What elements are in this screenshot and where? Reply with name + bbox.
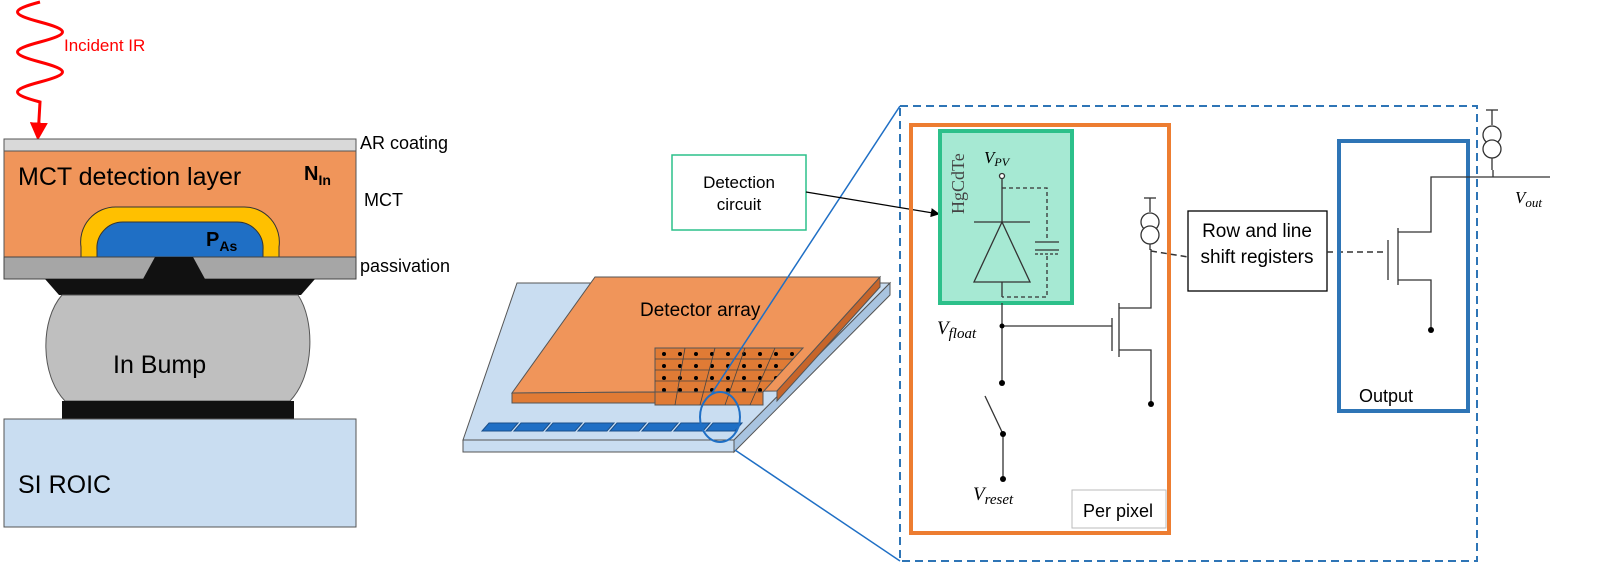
vpv-label: VPV bbox=[984, 148, 1011, 169]
readout-pads bbox=[480, 422, 744, 432]
detection-circuit-arrow bbox=[805, 191, 940, 218]
detection-circuit-box bbox=[671, 154, 807, 231]
p-as-label: PAs bbox=[206, 229, 237, 254]
vreset-label: Vreset bbox=[973, 484, 1014, 508]
hgcdte-box bbox=[938, 129, 1074, 305]
detector-array-3d: Detector array Detection circuit bbox=[462, 105, 940, 562]
bump-bottom-pad bbox=[62, 401, 294, 419]
si-roic-block bbox=[3, 418, 357, 528]
shift-register-label-2: shift registers bbox=[1201, 247, 1314, 268]
shift-register-label-1: Row and line bbox=[1202, 221, 1312, 242]
output-transistor bbox=[1387, 170, 1550, 328]
passivation-contact bbox=[143, 257, 205, 279]
p-region bbox=[96, 221, 264, 258]
vfloat-label: Vfloat bbox=[937, 318, 977, 342]
ar-coating-label: AR coating bbox=[360, 133, 448, 153]
reset-top-dot bbox=[999, 380, 1005, 386]
per-pixel-frame bbox=[909, 123, 1171, 535]
passivation-label: passivation bbox=[360, 256, 450, 276]
incident-ir-label: Incident IR bbox=[64, 36, 145, 55]
pixel-grid-front bbox=[654, 391, 764, 406]
readout-circuit: HgCdTe VPV bbox=[899, 105, 1550, 562]
bump-top-pad bbox=[45, 279, 315, 295]
output-label: Output bbox=[1359, 386, 1413, 406]
detector-array-label: Detector array bbox=[640, 300, 761, 321]
pixel-grid-lines bbox=[655, 347, 793, 406]
in-bump bbox=[45, 294, 311, 402]
zoom-ellipse bbox=[699, 391, 741, 443]
detection-circuit-label-2: circuit bbox=[717, 195, 762, 214]
pixel-current-source-icon bbox=[1140, 197, 1160, 250]
shift-register-box bbox=[1187, 210, 1328, 292]
per-pixel-label-box bbox=[1071, 489, 1167, 529]
pixel-to-register-dash bbox=[1150, 250, 1189, 258]
substrate-front bbox=[462, 439, 735, 453]
output-current-source-icon bbox=[1482, 109, 1502, 170]
zoom-line-top bbox=[711, 105, 901, 394]
reset-bottom-dot bbox=[1000, 431, 1006, 437]
zoom-line-bottom bbox=[734, 449, 901, 562]
detection-circuit-label-1: Detection bbox=[703, 173, 775, 192]
output-drain-dot bbox=[1428, 327, 1434, 333]
substrate-side bbox=[733, 281, 891, 454]
mct-detection-layer-label: MCT detection layer bbox=[18, 163, 241, 191]
zoom-frame bbox=[899, 105, 1478, 562]
reset-end-dot bbox=[1000, 476, 1006, 482]
output-frame bbox=[1337, 139, 1470, 413]
n-in-label: NIn bbox=[304, 163, 331, 188]
vout-label: Vout bbox=[1515, 188, 1542, 210]
incident-ir-wave bbox=[16, 0, 64, 141]
detector-slab-side bbox=[776, 275, 881, 403]
hgcdte-label: HgCdTe bbox=[948, 153, 968, 214]
per-pixel-label: Per pixel bbox=[1083, 501, 1153, 521]
source-dot bbox=[1148, 401, 1154, 407]
detector-slab-front bbox=[511, 391, 656, 404]
cross-section: Incident IR AR coating MCT detection lay… bbox=[3, 0, 450, 528]
float-node-wiring bbox=[984, 249, 1152, 478]
mct-label: MCT bbox=[364, 190, 403, 210]
in-bump-label: In Bump bbox=[113, 351, 206, 379]
si-roic-label: SI ROIC bbox=[18, 471, 111, 499]
photodiode bbox=[972, 172, 1059, 298]
ar-coating-layer bbox=[3, 138, 357, 152]
float-node-dot bbox=[999, 323, 1005, 329]
